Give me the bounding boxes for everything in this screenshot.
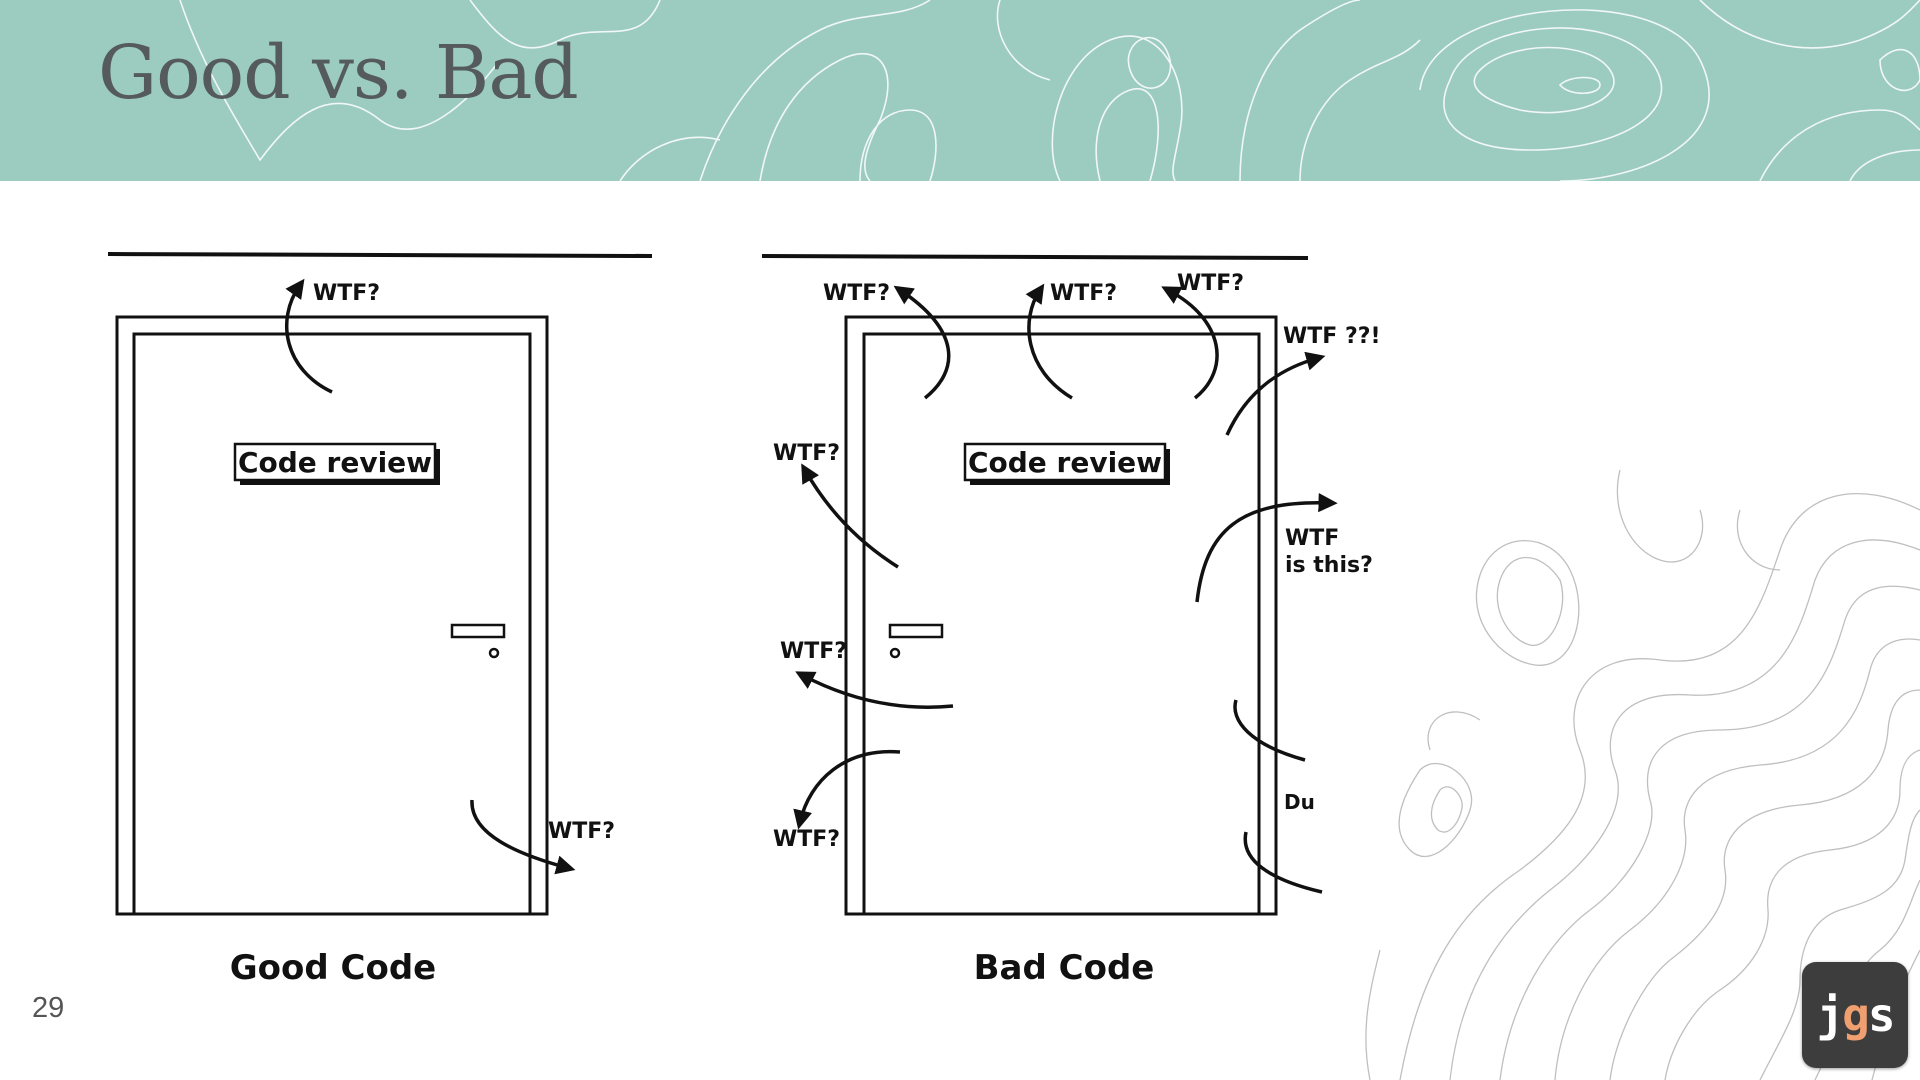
header-band: Good vs. Bad [0, 0, 1920, 181]
good-code-door [107, 252, 653, 916]
bad-code-door [761, 254, 1338, 916]
bad-arrow-left-middle [795, 671, 954, 709]
good-arrow-bottom [470, 799, 576, 875]
logo-letter-s: s [1867, 988, 1896, 1042]
bad-door-frame [844, 315, 1278, 916]
good-door-keyhole [488, 647, 500, 659]
jgs-logo: j g s [1802, 962, 1908, 1068]
bad-arrow-top-right [1161, 286, 1219, 400]
bad-arrow-right [1195, 492, 1338, 603]
bad-arrow-top-center [1025, 283, 1073, 400]
bad-wtf-top-right: WTF? [1177, 271, 1244, 296]
bad-arrow-left-upper [801, 463, 899, 569]
good-arrow-top [285, 278, 333, 394]
good-wtf-bottom: WTF? [548, 819, 615, 844]
bad-door-handle [888, 623, 944, 639]
good-door-inner-frame [132, 332, 532, 914]
good-sign-board [233, 442, 437, 482]
bad-wtf-left-lower: WTF? [773, 827, 840, 852]
bad-arrow-far-right [1225, 351, 1326, 436]
bad-arrow-top-left [893, 285, 951, 400]
bad-arrow-left-lower [793, 749, 901, 830]
page-number: 29 [32, 992, 65, 1024]
bad-wtf-right-line1: WTF [1285, 526, 1339, 551]
bad-code-caption: Bad Code [974, 948, 1155, 988]
good-wtf-top: WTF? [313, 281, 380, 306]
bad-wtf-left-upper: WTF? [773, 441, 840, 466]
bad-curve-right-upper [1233, 699, 1306, 762]
logo-letter-g: g [1842, 988, 1870, 1042]
bad-wtf-far-right: WTF ??! [1283, 324, 1381, 349]
bad-door-keyhole [889, 647, 901, 659]
bad-sign-board [963, 442, 1167, 482]
topographic-pattern [179, 0, 1920, 181]
bad-wtf-right-line2: is this? [1285, 553, 1373, 578]
slide-title: Good vs. Bad [98, 30, 579, 116]
good-code-caption: Good Code [230, 948, 437, 988]
bad-wtf-top-center: WTF? [1050, 281, 1117, 306]
bad-door-inner-frame [862, 332, 1261, 914]
bad-curve-right-lower [1243, 831, 1323, 894]
good-ceiling-line [107, 252, 653, 258]
good-door-frame [115, 315, 549, 916]
code-review-doors-diagram: Code review WTF? WTF? Good Code Code rev… [107, 252, 1381, 988]
bad-cut-text: Du [1284, 790, 1315, 814]
bad-wtf-left-middle: WTF? [780, 639, 847, 664]
good-door-handle [450, 623, 506, 639]
logo-letter-j: j [1816, 988, 1844, 1042]
bad-wtf-top-left: WTF? [823, 281, 890, 306]
bad-cut-text-clip: Du [1284, 790, 1315, 814]
bad-ceiling-line [761, 254, 1309, 260]
good-sign-text: Code review [238, 446, 432, 479]
bad-sign-text: Code review [968, 446, 1162, 479]
